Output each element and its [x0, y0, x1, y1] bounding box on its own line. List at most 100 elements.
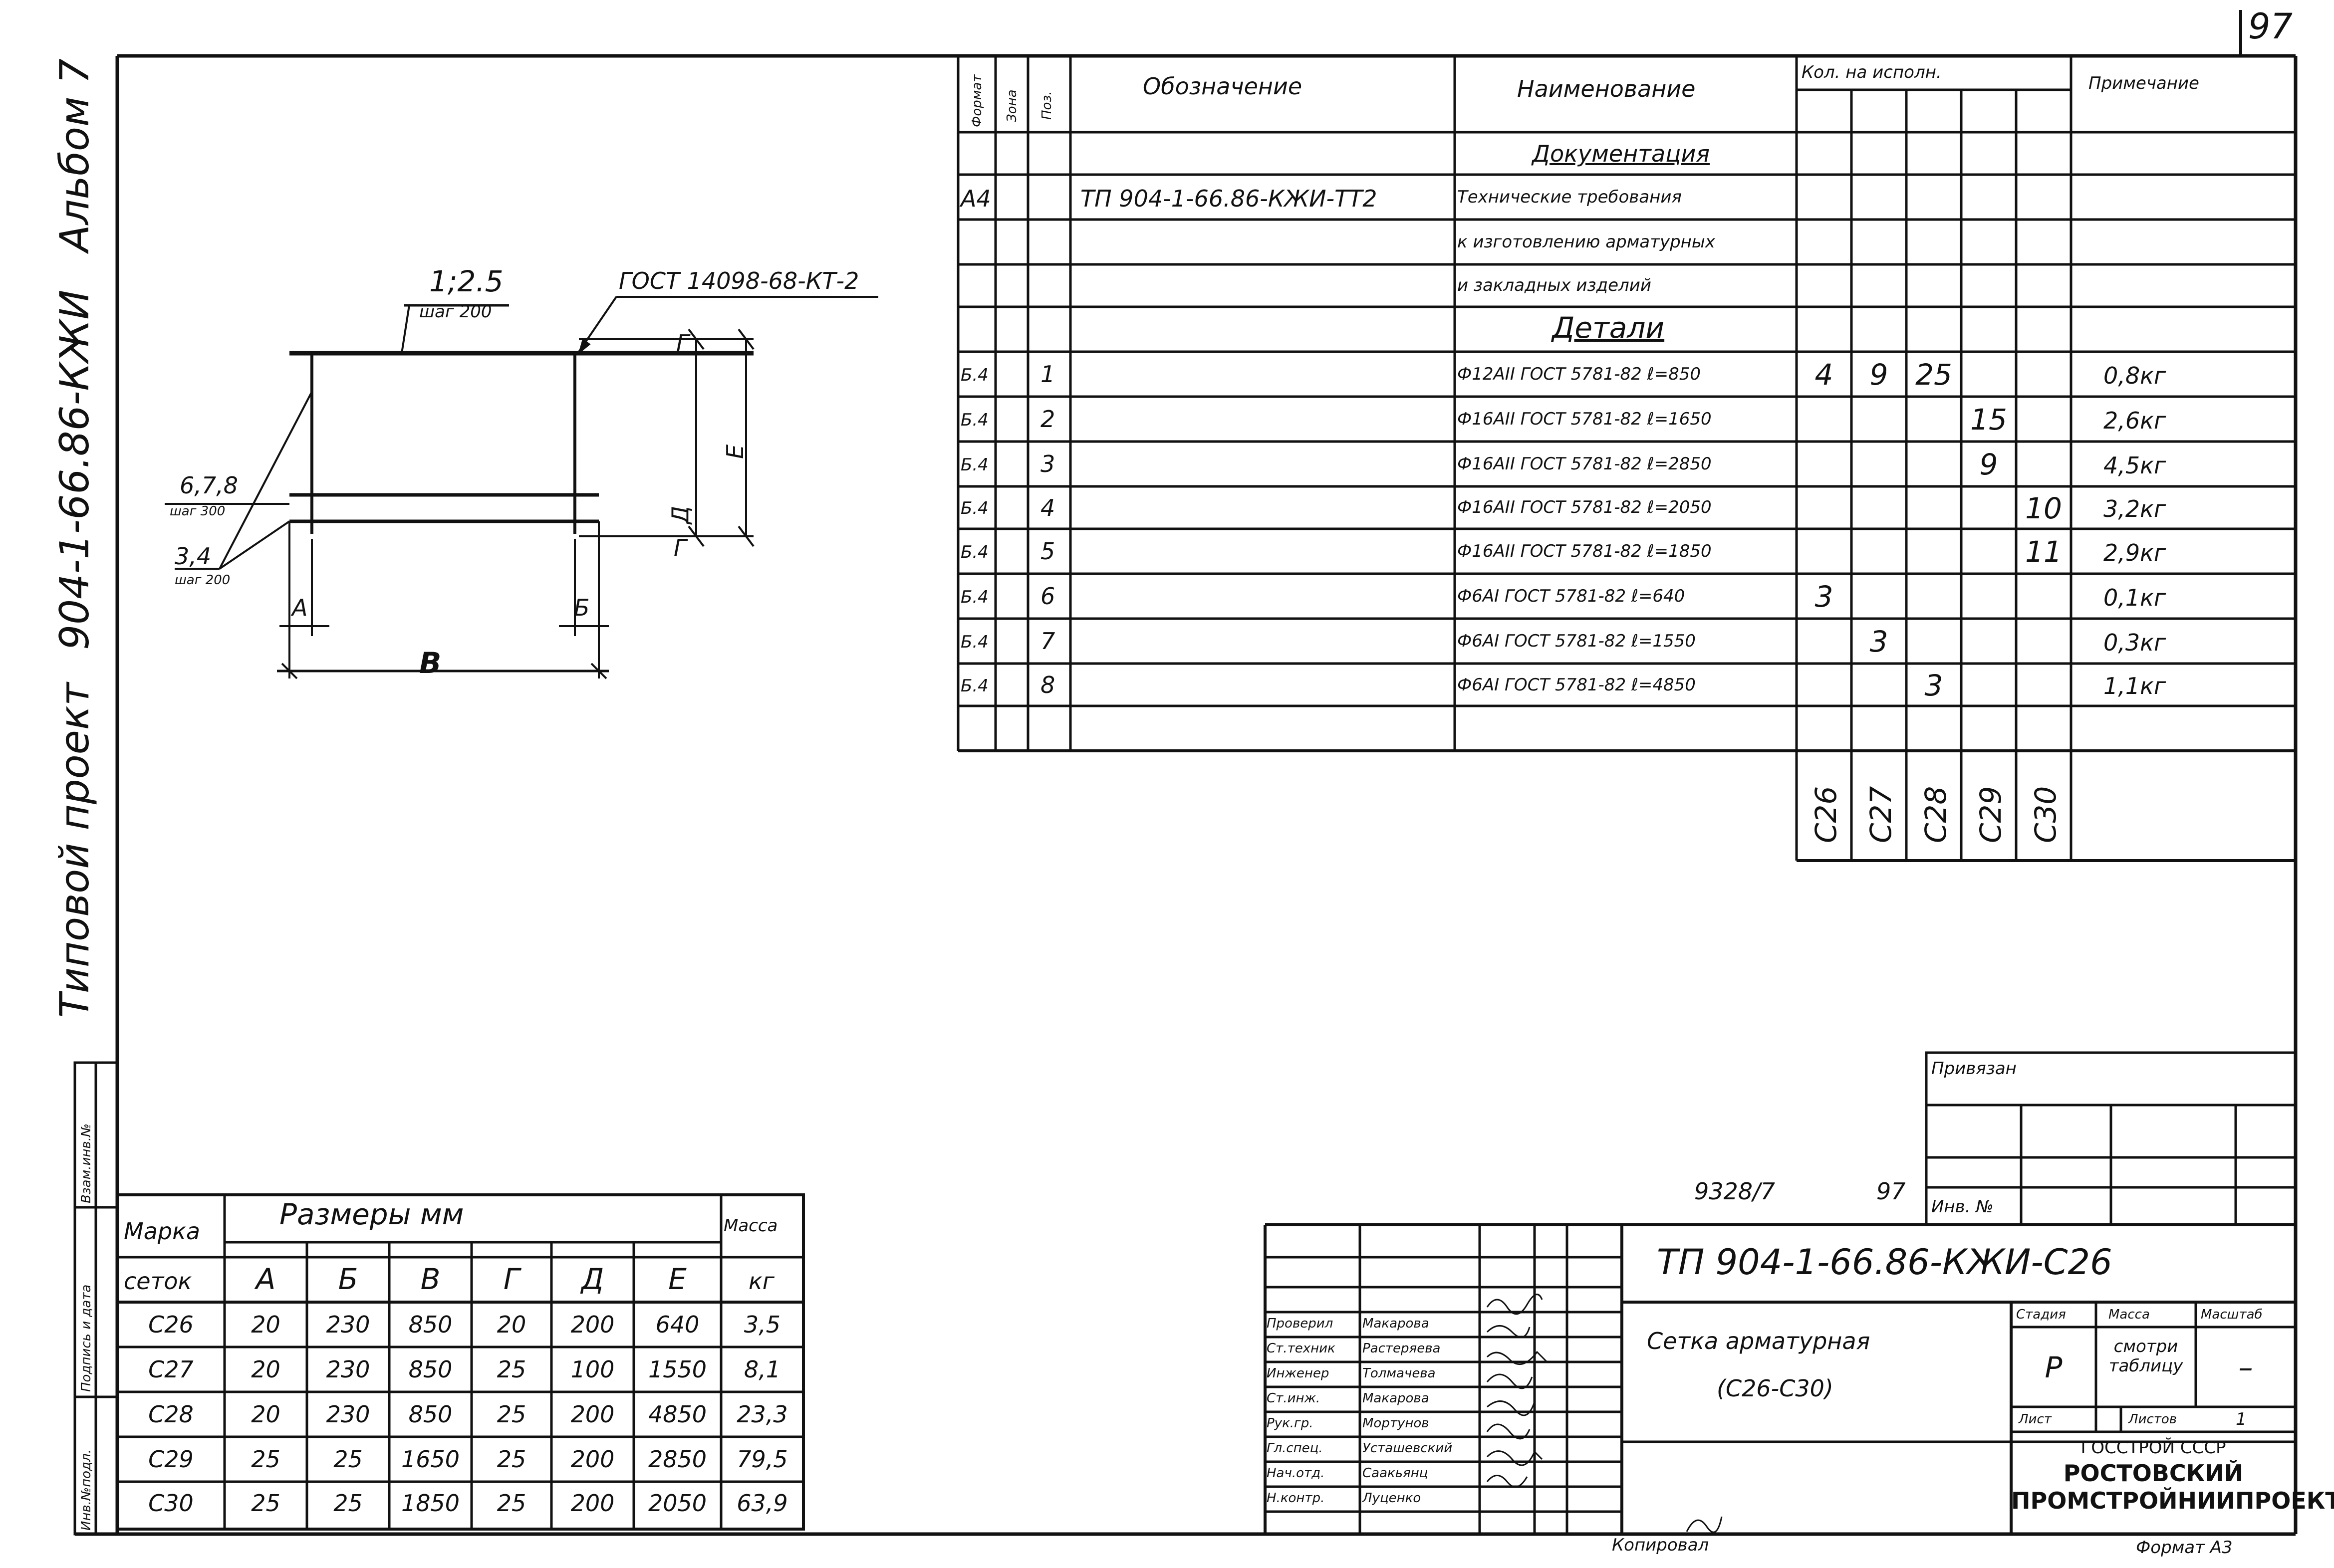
spec-row-format: Б.4: [961, 365, 989, 385]
spec-row-pos: 3: [1040, 450, 1055, 477]
sizes-cell: 20: [497, 1311, 526, 1338]
spec-row-qty-c30: 11: [2025, 535, 2062, 569]
massa-value: смотри таблицу: [2108, 1337, 2183, 1376]
sizes-cell: 1850: [401, 1490, 460, 1517]
sizes-cell: 2050: [648, 1490, 707, 1517]
side-title-project: Типовой проект: [51, 682, 98, 1018]
spec-row-name: Ф16АII ГОСТ 5781-82 ℓ=1850: [1457, 541, 1712, 561]
sizes-header-marka: Марка: [124, 1218, 201, 1245]
spec-row-note: 4,5кг: [2103, 452, 2166, 479]
signer-name: Луценко: [1362, 1491, 1421, 1506]
sheet-reference-page: 97: [1876, 1178, 1906, 1205]
side-stamp-inv: Инв.№подл.: [79, 1449, 94, 1531]
spec-row-qty-c26: 4: [1815, 358, 1833, 392]
spec-row-format: Б.4: [961, 676, 989, 696]
signer-role: Рук.гр.: [1267, 1416, 1313, 1431]
label-bars-6-7-8: 6,7,8: [180, 472, 239, 499]
spec-header-name: Наименование: [1517, 75, 1696, 102]
side-stamp-signature: Подпись и дата: [79, 1284, 94, 1392]
label-bars-3-4: 3,4: [175, 543, 212, 570]
signer-name: Макарова: [1362, 1391, 1429, 1406]
spec-row-name: Ф12АII ГОСТ 5781-82 ℓ=850: [1457, 364, 1701, 384]
copied-by-label: Копировал: [1612, 1535, 1709, 1555]
org-line-1: ГОССТРОЙ СССР: [2080, 1438, 2226, 1458]
signer-name: Мортунов: [1362, 1416, 1429, 1431]
sizes-cell-mass: 63,9: [737, 1490, 788, 1517]
listov-label: Листов: [2128, 1412, 2177, 1427]
mark-c29: С29: [1974, 786, 2008, 843]
dim-b: Б: [574, 594, 590, 621]
signer-role: Н.контр.: [1267, 1491, 1325, 1506]
side-title: Типовой проект 904-1-66.86-КЖИ Альбом 7: [51, 58, 98, 1018]
spec-row-note: 3,2кг: [2103, 495, 2166, 522]
signer-role: Нач.отд.: [1267, 1466, 1325, 1481]
spec-row-note: 0,8кг: [2103, 362, 2166, 389]
label-step-300: шаг 300: [170, 504, 226, 519]
sizes-cell: 25: [333, 1446, 363, 1473]
drawing-title-line-1: Сетка арматурная: [1647, 1328, 1870, 1354]
signer-role: Инженер: [1267, 1366, 1329, 1381]
sizes-cell-mass: 23,3: [737, 1401, 788, 1428]
spec-row-note: 2,6кг: [2103, 407, 2166, 434]
masshtab-label: Масштаб: [2201, 1307, 2263, 1322]
spec-header-format: Формат: [970, 74, 985, 128]
label-gost-weld: ГОСТ 14098-68-КТ-2: [619, 267, 859, 294]
sizes-cell-mass: 3,5: [744, 1311, 781, 1338]
signer-role: Ст.техник: [1267, 1341, 1335, 1356]
sizes-cell: 230: [326, 1356, 370, 1383]
sizes-cell: 230: [326, 1401, 370, 1428]
spec-row-note: 0,3кг: [2103, 629, 2166, 656]
spec-header-note: Примечание: [2088, 73, 2199, 93]
doc-row-name-1: Технические требования: [1457, 187, 1682, 207]
spec-row-pos: 5: [1040, 538, 1055, 565]
sizes-cell: 200: [570, 1311, 615, 1338]
dim-a: А: [292, 594, 308, 621]
sizes-cell: 2850: [648, 1446, 707, 1473]
spec-header-designation: Обозначение: [1143, 73, 1302, 100]
spec-header-qty: Кол. на исполн.: [1802, 62, 1942, 82]
massa-label: Масса: [2108, 1307, 2150, 1322]
spec-row-name: Ф16АII ГОСТ 5781-82 ℓ=1650: [1457, 409, 1712, 429]
spec-row-name: Ф16АII ГОСТ 5781-82 ℓ=2850: [1457, 454, 1712, 474]
signer-name: Растеряева: [1362, 1341, 1441, 1356]
sizes-cell-marka: С28: [148, 1401, 194, 1428]
section-details: Детали: [1552, 311, 1665, 345]
doc-row-designation: ТП 904-1-66.86-КЖИ-ТТ2: [1080, 185, 1377, 212]
spec-row-pos: 8: [1040, 672, 1055, 698]
sizes-cell: 200: [570, 1401, 615, 1428]
section-documentation: Документация: [1532, 140, 1710, 167]
spec-row-qty-c26: 3: [1815, 580, 1833, 614]
sizes-cell: 230: [326, 1311, 370, 1338]
sizes-cell: 25: [497, 1356, 526, 1383]
spec-header-zone: Зона: [1005, 89, 1020, 122]
spec-row-qty-c30: 10: [2025, 491, 2062, 525]
label-step-200-top: шаг 200: [419, 302, 492, 322]
signer-name: Макарова: [1362, 1316, 1429, 1331]
spec-row-format: Б.4: [961, 542, 989, 562]
sizes-header-title: Размеры мм: [279, 1197, 464, 1231]
signer-role: Ст.инж.: [1267, 1391, 1320, 1406]
sizes-cell: 200: [570, 1446, 615, 1473]
mark-c27: С27: [1864, 786, 1898, 843]
masshtab-value: –: [2238, 1350, 2253, 1384]
sizes-col-e: Е: [668, 1262, 687, 1296]
spec-row-qty-c27: 3: [1869, 625, 1888, 659]
spec-row-qty-c28: 3: [1924, 669, 1943, 702]
dim-d: Д: [667, 506, 694, 524]
sizes-cell-marka: С30: [148, 1490, 194, 1517]
sizes-cell: 25: [251, 1490, 280, 1517]
label-step-200: шаг 200: [175, 573, 231, 588]
label-bars-1-2-5: 1;2.5: [429, 264, 504, 298]
sizes-cell: 850: [408, 1311, 453, 1338]
doc-row-name-2: к изготовлению арматурных: [1457, 232, 1715, 252]
spec-row-qty-c29: 15: [1970, 403, 2007, 437]
signer-name: Саакьянц: [1362, 1466, 1428, 1481]
mark-c26: С26: [1809, 786, 1843, 843]
side-title-album: Альбом 7: [51, 58, 98, 252]
sizes-col-v: В: [420, 1262, 441, 1296]
spec-row-qty-c29: 9: [1979, 448, 1998, 481]
sizes-cell: 25: [497, 1446, 526, 1473]
sizes-cell: 20: [251, 1401, 280, 1428]
stadia-label: Стадия: [2016, 1307, 2066, 1322]
spec-row-pos: 4: [1040, 494, 1055, 521]
